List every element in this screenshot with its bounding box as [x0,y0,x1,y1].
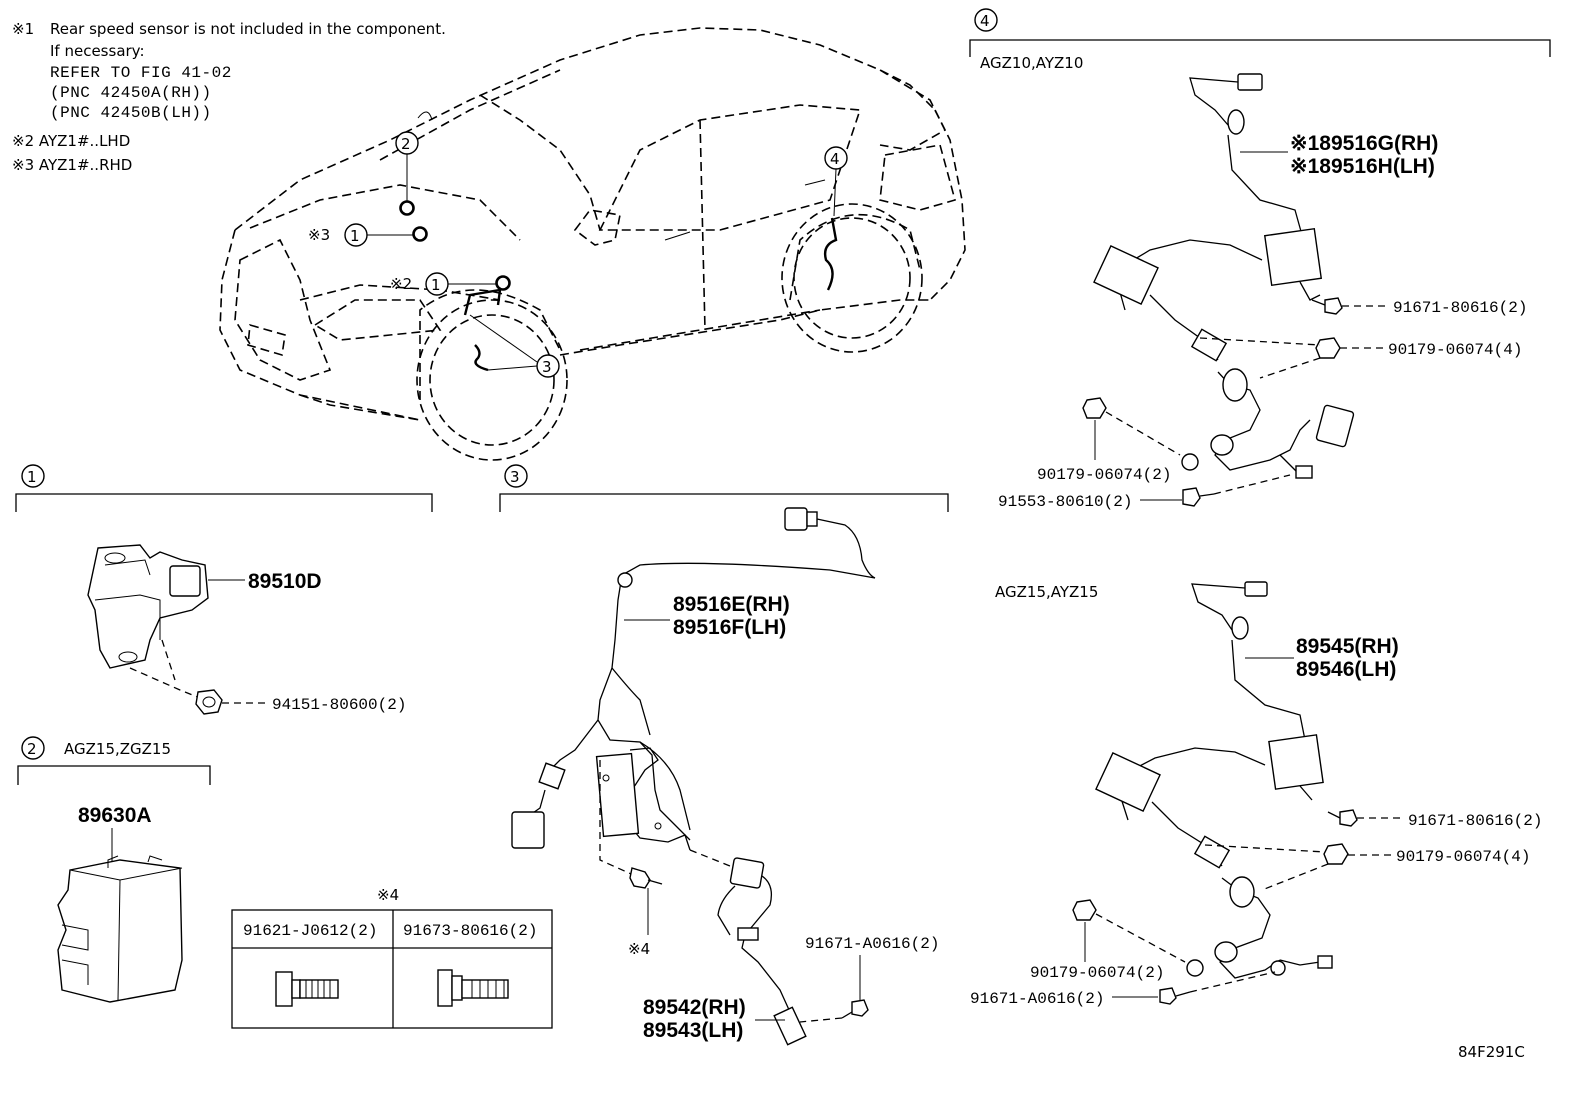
part-89516F-lh: 89516F(LH) [673,616,786,639]
section-1: 1 89510D 94151-80600(2) [15,464,433,715]
part-89545-rh: 89545(RH) [1296,635,1399,658]
bolt-table-mark: ※4 [377,886,399,904]
part-89510D: 89510D [248,570,322,593]
rear-sensor-line [823,217,838,291]
bolt-table-col1: 91621-J0612(2) [243,922,377,940]
vehicle-sensor-markers [399,200,838,372]
note1-mark: ※1 [12,20,34,38]
marker-sensor-lhd [495,275,511,291]
callout-1b: 1 [431,276,441,294]
vehicle-outline [219,27,966,461]
part-89546-lh: 89546(LH) [1296,658,1396,681]
callout-3: 3 [542,358,552,376]
note2: ※2 AYZ1#..LHD [12,132,130,150]
note3: ※3 AYZ1#..RHD [12,156,132,174]
part-90179-06074-4-b: 90179-06074(4) [1396,848,1530,866]
callout-1a: 1 [350,227,360,245]
section-4: 4 AGZ10,AYZ10 ※189516G(RH) ※189516H(LH) [969,8,1551,1008]
bolt-table: ※4 91621-J0612(2) 91673-80616(2) [231,886,553,1029]
bolt-91553-part [1182,487,1215,507]
section4-variant-b: AGZ15,AYZ15 [995,583,1098,601]
bolt-91671-A0616-b-part [1159,987,1191,1005]
rear-harness-a-part [1093,73,1355,479]
part-89516G-rh: ※189516G(RH) [1290,132,1438,155]
part-90179-06074-2-b: 90179-06074(2) [1030,964,1164,982]
section-3: 3 89516E(RH) 89516F(LH) [499,464,949,1046]
marker-sensor-rhd [412,226,428,242]
part-89516H-lh: ※189516H(LH) [1290,155,1435,178]
front-sensor-line [474,344,489,372]
bolt-91673-icon [437,969,509,1007]
part-89543-lh: 89543(LH) [643,1019,743,1042]
part-89630A: 89630A [78,804,152,827]
front-harness-line [463,288,502,316]
nut-94151 [195,689,223,715]
bolt-91671-80616-b-part [1327,809,1358,827]
rear-harness-b-part [1095,581,1333,979]
marker-yaw-sensor [399,200,415,216]
callout-2: 2 [401,135,411,153]
bolt-mark4: ※4 [628,940,650,958]
part-91553-80610: 91553-80610(2) [998,493,1132,511]
note1-text: Rear speed sensor is not included in the… [50,20,446,38]
vehicle-callouts: 2 ※3 1 ※2 1 3 4 [308,131,848,378]
part-91671-80616-a: 91671-80616(2) [1393,299,1527,317]
ecu-part [57,855,183,1003]
part-91671-80616-b: 91671-80616(2) [1408,812,1542,830]
bolt-91621-icon [275,971,339,1007]
part-89542-rh: 89542(RH) [643,996,746,1019]
callout-4: 4 [830,150,840,168]
part-91671-A0616-b: 91671-A0616(2) [970,990,1104,1008]
figure-code: 84F291C [1458,1043,1525,1061]
callout-mark3: ※3 [308,226,330,244]
part-89516E-rh: 89516E(RH) [673,593,790,616]
part-90179-06074-2-a: 90179-06074(2) [1037,466,1171,484]
nut-90179-right-b-part [1323,843,1349,865]
part-91671-A0616-front: 91671-A0616(2) [805,935,939,953]
bolt-91671-A0616-part [841,999,869,1019]
note1-pnc-lh: (PNC 42450B(LH)) [50,104,212,122]
section2-variant: AGZ15,ZGZ15 [64,740,171,758]
yaw-rate-sensor-part [87,544,209,669]
bolt-91671-80616-a-part [1311,297,1343,315]
part-90179-06074-4-a: 90179-06074(4) [1388,341,1522,359]
section-2: 2 AGZ15,ZGZ15 89630A [17,736,211,1003]
section1-number: 1 [27,468,37,486]
section4-variant-a: AGZ10,AYZ10 [980,54,1083,72]
front-harness-part [511,507,876,851]
bolt-table-col2: 91673-80616(2) [403,922,537,940]
bolt-mark4-part [629,867,663,889]
note1-ref: REFER TO FIG 41-02 [50,64,232,82]
section2-number: 2 [27,740,37,758]
part-94151-80600: 94151-80600(2) [272,696,406,714]
nut-90179-right-a-part [1315,337,1341,359]
section4-number: 4 [980,12,990,30]
notes-block: ※1 Rear speed sensor is not included in … [12,20,446,174]
nut-90179-left-a-part [1082,397,1107,419]
section3-number: 3 [510,468,520,486]
note1-pnc-rh: (PNC 42450A(RH)) [50,84,212,102]
nut-90179-left-b-part [1072,899,1097,921]
front-speed-sensor-part [717,857,807,1046]
note1-sub: If necessary: [50,42,145,60]
callout-mark2: ※2 [390,275,412,293]
